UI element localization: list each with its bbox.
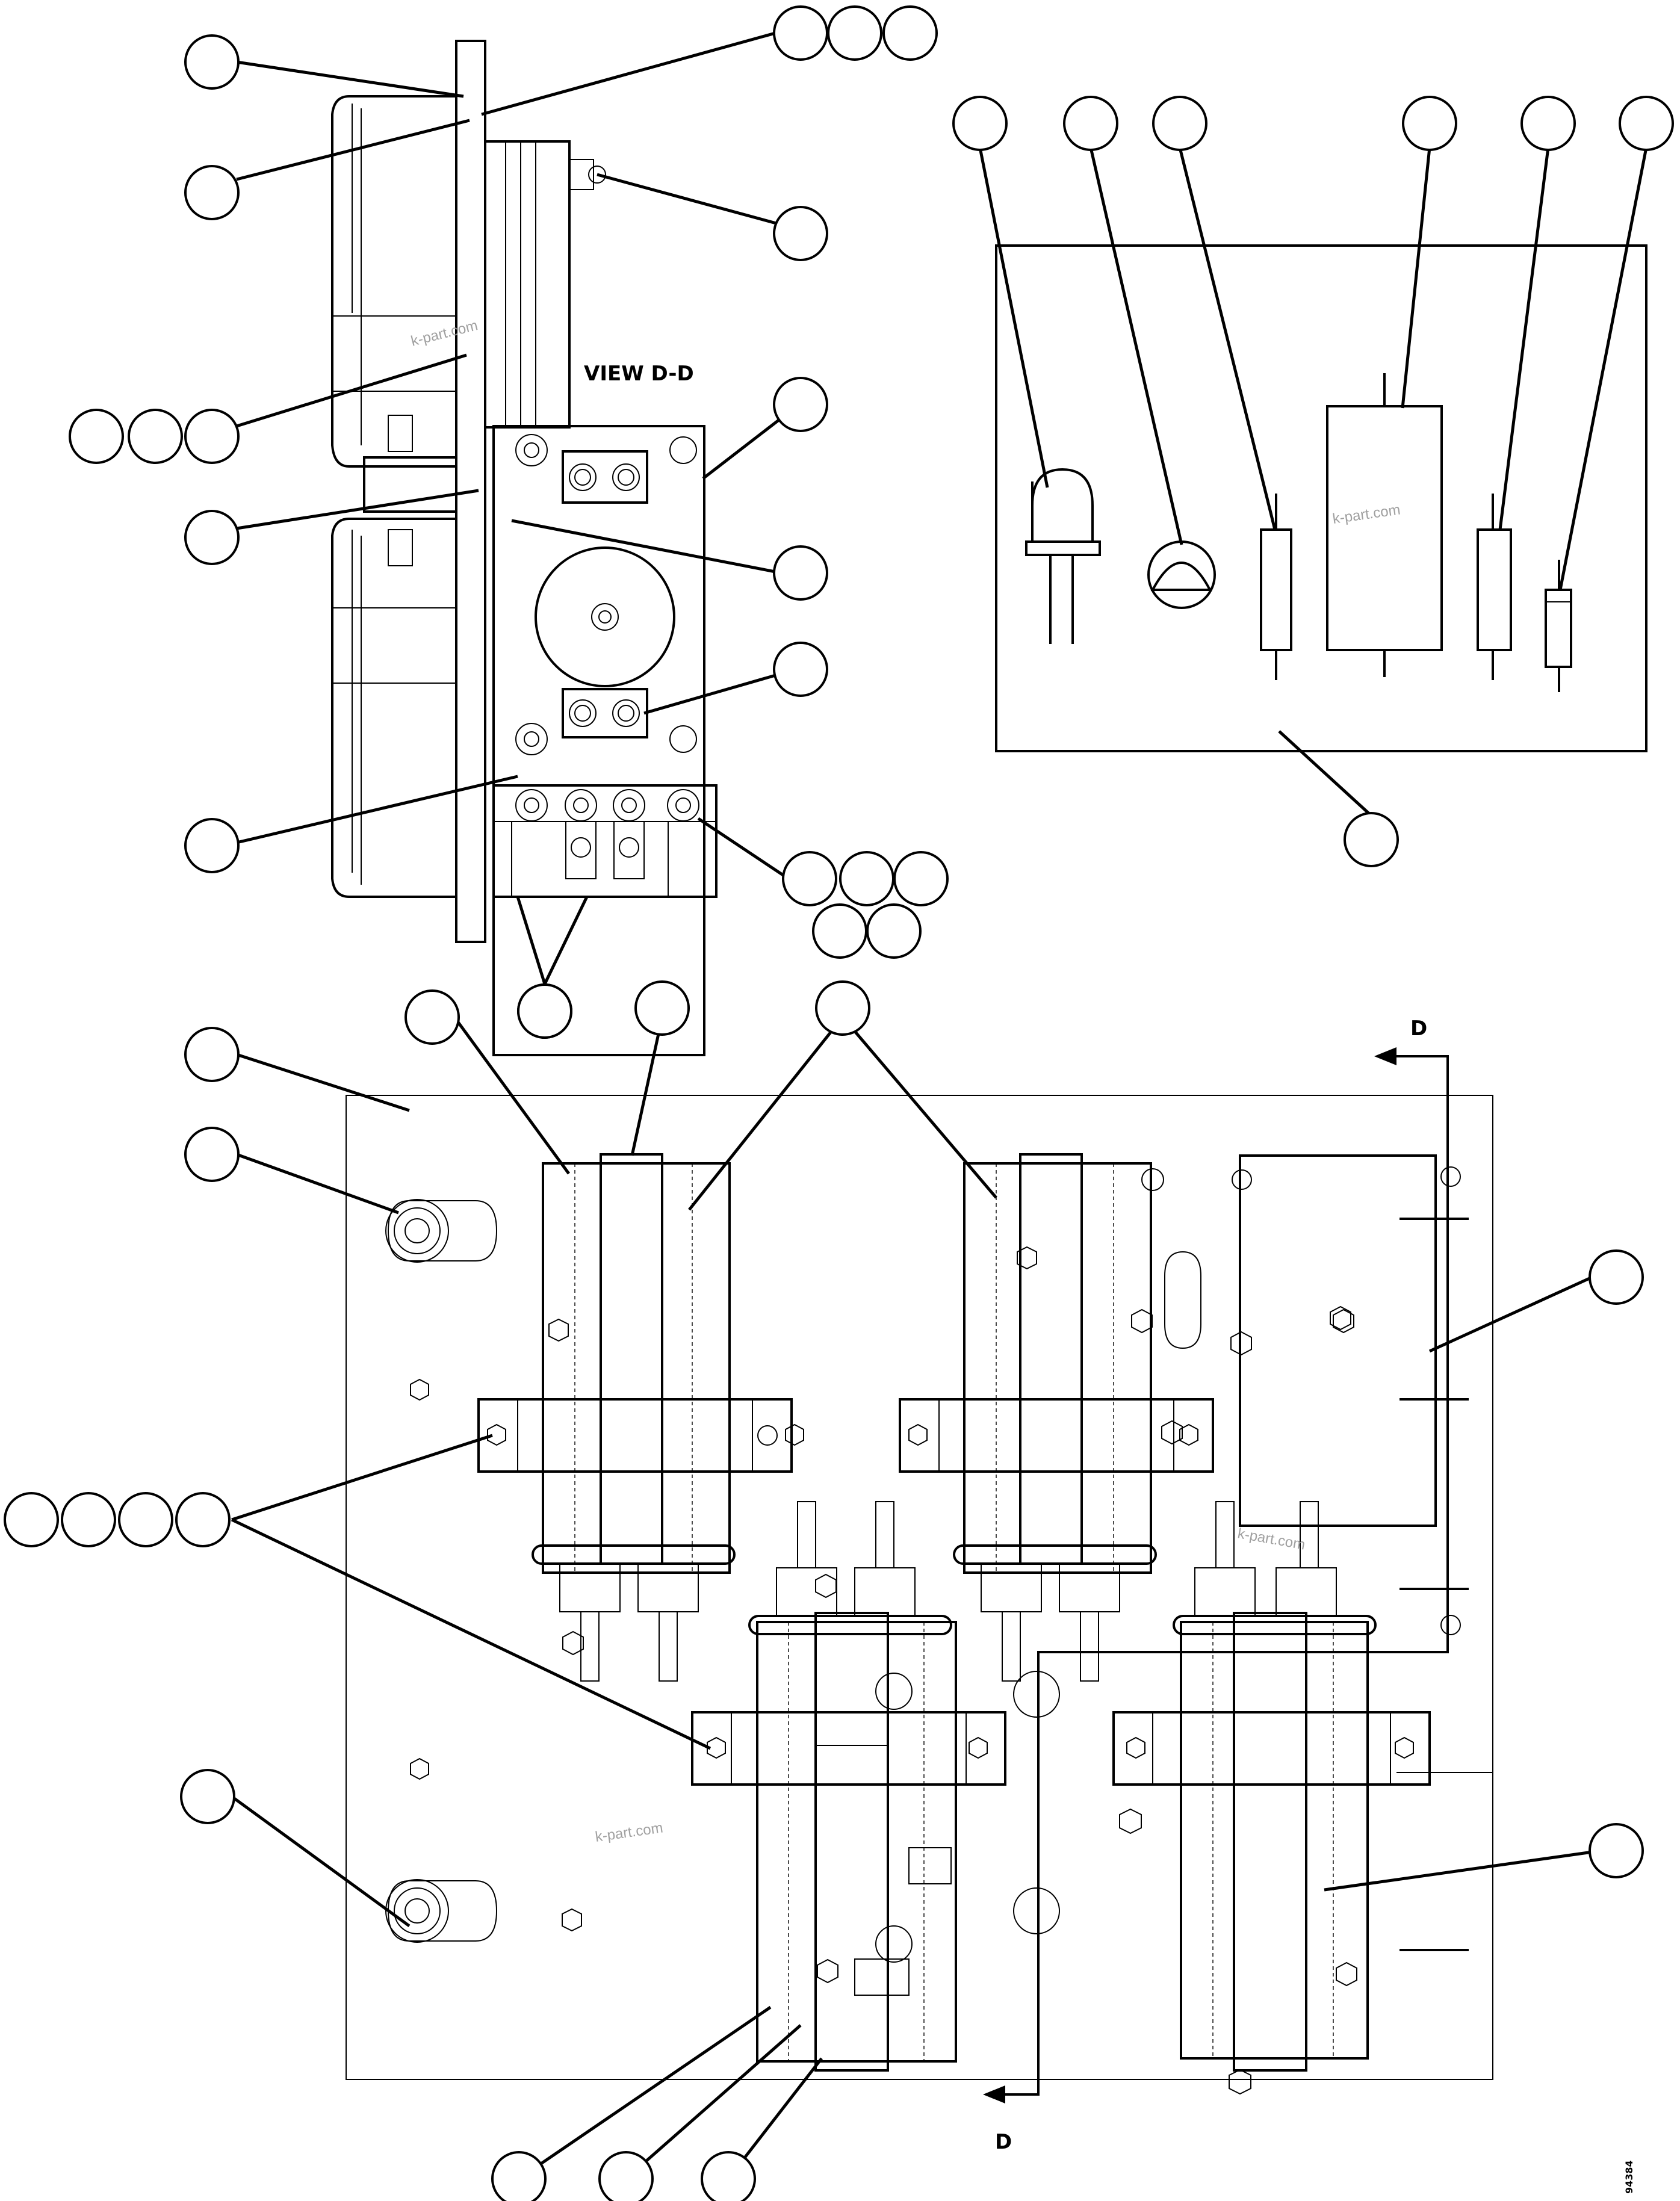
callout-balloon [184,409,240,464]
section-marker-top: D [1410,1017,1427,1041]
callout-balloon [827,5,882,61]
led-component [1025,468,1101,644]
callout-balloon [598,2151,654,2201]
callout-balloon [782,851,837,906]
capacitor-component: k-part.com [1326,373,1443,677]
callout-balloon [815,980,870,1036]
callout-balloon [184,818,240,873]
callout-balloon [773,377,828,432]
contactor-upper-left [477,1153,804,1682]
callout-balloon [866,903,922,959]
callout-balloon [61,1492,116,1547]
drawing-code: 94384 [1623,2160,1635,2194]
callout-balloon [773,206,828,261]
callout-balloon [184,1127,240,1182]
callout-balloon [882,5,938,61]
mounting-slot-upper [385,1199,498,1263]
callout-balloon [128,409,183,464]
section-marker-bottom: D [995,2130,1012,2154]
callout-balloon [1589,1823,1644,1878]
callout-balloon [184,165,240,220]
watermark-right: k-part.com [1236,1525,1306,1553]
resistor-component [1260,494,1292,680]
callout-balloon [405,989,460,1045]
components-callouts [952,96,1674,867]
callout-balloon [634,980,690,1036]
front-view-leaders [231,1016,1602,2181]
callout-balloon [184,510,240,565]
callout-balloon [812,903,867,959]
callout-balloon [180,1769,235,1824]
callout-balloon [773,5,828,61]
callout-balloon [701,2151,756,2201]
small-diode-component [1545,560,1572,692]
contactor-lower-right: k-part.com [1013,1501,1431,2095]
watermark-top: k-part.com [409,317,480,350]
callout-balloon [184,1027,240,1082]
callout-balloon [1344,812,1399,867]
callout-balloon [4,1492,59,1547]
callout-balloon [118,1492,173,1547]
watermark-bottom: k-part.com [594,1819,664,1845]
mounting-slot-lower [385,1879,498,1943]
callout-balloon [773,545,828,601]
callout-balloon [1619,96,1674,151]
contactor-lower-middle: k-part.com [594,1501,1006,2072]
callout-balloon [1402,96,1457,151]
side-view-callouts [69,5,949,1039]
watermark-panel: k-part.com [1331,501,1401,527]
callout-balloon [175,1492,231,1547]
callout-balloon [773,642,828,697]
callout-balloon [893,851,949,906]
front-view-callouts [4,980,1644,2201]
callout-balloon [1063,96,1118,151]
section-line: D D [983,1017,1449,2154]
contactor-upper-right [899,1153,1214,1682]
callout-balloon [491,2151,547,2201]
callout-balloon [1589,1249,1644,1305]
callout-balloon [952,96,1008,151]
resistor-component-2 [1477,494,1512,680]
diode-component [1147,540,1216,609]
callout-balloon [69,409,124,464]
components-panel: k-part.com [995,244,1647,752]
front-view-panel: k-part.com k-part.com [346,1017,1493,2154]
panel-nuts [410,1246,1354,1932]
callout-balloon [184,34,240,90]
callout-balloon [839,851,894,906]
view-label: VIEW D-D [584,362,694,386]
callout-balloon [1152,96,1207,151]
callout-balloon [1520,96,1576,151]
side-view-assembly: VIEW D-D k-part.com [331,40,718,1056]
relay-box [1161,1154,1493,1951]
components-leaders [978,147,1648,817]
callout-balloon [517,983,572,1039]
